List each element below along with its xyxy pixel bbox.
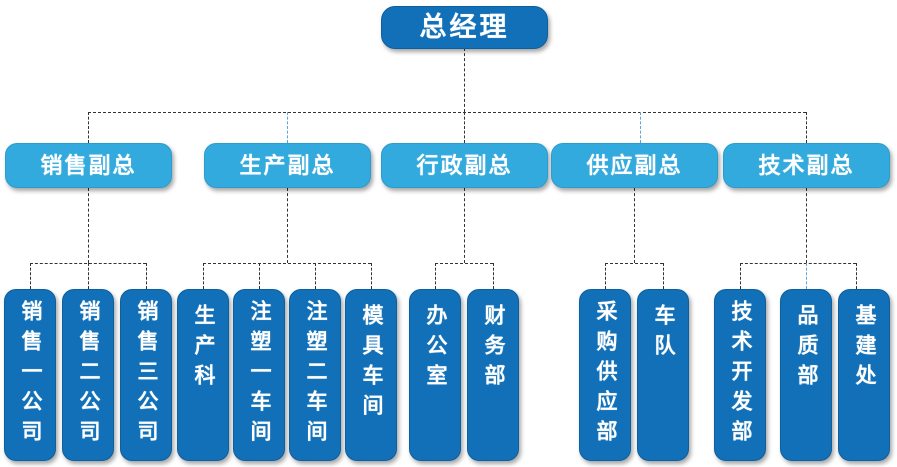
- connector-stem-admin: [464, 188, 465, 263]
- connector-drop-prod-3: [315, 263, 316, 289]
- node-label: 注塑二车间: [304, 300, 328, 450]
- node-dept-quality[interactable]: 品质部: [780, 289, 832, 461]
- connector-drop-tech-2: [806, 263, 807, 289]
- connector-stem-supply: [634, 188, 635, 263]
- node-dept-mould-workshop[interactable]: 模具车间: [345, 289, 397, 461]
- node-vp-production[interactable]: 生产副总: [204, 143, 371, 188]
- node-label: 注塑一车间: [248, 300, 272, 450]
- connector-drop-prod-1: [203, 263, 204, 289]
- connector-drop-sales-3: [146, 263, 147, 289]
- connector-drop-prod-2: [259, 263, 260, 289]
- connector-drop-vp-4: [640, 112, 641, 143]
- connector-stem-tech: [806, 188, 807, 263]
- connector-drop-supply-2: [663, 263, 664, 289]
- node-label: 品质部: [795, 304, 819, 394]
- connector-top-stem: [464, 48, 465, 112]
- node-dept-sales-company-2[interactable]: 销售二公司: [62, 289, 114, 461]
- node-label: 模具车间: [360, 304, 384, 424]
- node-label: 技术开发部: [729, 300, 753, 450]
- connector-bus-tech: [740, 263, 856, 264]
- node-dept-finance[interactable]: 财务部: [467, 289, 519, 461]
- connector-stem-sales: [88, 188, 89, 263]
- node-label: 销售副总: [40, 152, 137, 178]
- node-label: 供应副总: [586, 152, 683, 178]
- connector-drop-vp-2: [287, 112, 288, 143]
- node-dept-office[interactable]: 办公室: [409, 289, 461, 461]
- connector-bus-supply: [605, 263, 663, 264]
- node-dept-purchasing-supply[interactable]: 采购供应部: [579, 289, 631, 461]
- connector-drop-admin-2: [493, 263, 494, 289]
- node-dept-production-section[interactable]: 生产科: [177, 289, 229, 461]
- node-vp-technology[interactable]: 技术副总: [723, 143, 890, 188]
- node-label: 销售三公司: [135, 300, 159, 450]
- node-label: 销售二公司: [77, 300, 101, 450]
- connector-drop-sales-2: [88, 263, 89, 289]
- node-general-manager[interactable]: 总经理: [381, 6, 548, 49]
- connector-drop-sales-1: [30, 263, 31, 289]
- node-label: 技术副总: [758, 152, 855, 178]
- connector-drop-supply-1: [605, 263, 606, 289]
- node-dept-injection-workshop-2[interactable]: 注塑二车间: [289, 289, 341, 461]
- node-vp-administration[interactable]: 行政副总: [381, 143, 548, 188]
- connector-drop-vp-5: [806, 112, 807, 143]
- node-label: 采购供应部: [594, 300, 618, 450]
- connector-level2-bus: [88, 112, 806, 113]
- connector-drop-prod-4: [371, 263, 372, 289]
- connector-drop-vp-3: [464, 112, 465, 143]
- node-dept-construction[interactable]: 基建处: [838, 289, 890, 461]
- node-label: 行政副总: [416, 152, 513, 178]
- node-label: 生产副总: [239, 152, 336, 178]
- node-vp-supply[interactable]: 供应副总: [551, 143, 718, 188]
- connector-drop-tech-1: [740, 263, 741, 289]
- node-label: 办公室: [424, 304, 448, 394]
- node-dept-injection-workshop-1[interactable]: 注塑一车间: [233, 289, 285, 461]
- node-vp-sales[interactable]: 销售副总: [5, 143, 172, 188]
- connector-drop-admin-1: [435, 263, 436, 289]
- node-dept-tech-development[interactable]: 技术开发部: [714, 289, 766, 461]
- node-dept-sales-company-1[interactable]: 销售一公司: [4, 289, 56, 461]
- node-label: 生产科: [192, 304, 216, 394]
- connector-bus-admin: [435, 263, 493, 264]
- node-label: 基建处: [853, 304, 877, 394]
- node-label: 车队: [652, 304, 676, 364]
- node-label: 销售一公司: [19, 300, 43, 450]
- connector-stem-production: [287, 188, 288, 263]
- node-label: 总经理: [419, 12, 510, 43]
- node-dept-fleet[interactable]: 车队: [637, 289, 689, 461]
- connector-bus-production: [203, 263, 371, 264]
- connector-drop-vp-1: [88, 112, 89, 143]
- connector-drop-tech-3: [856, 263, 857, 289]
- node-label: 财务部: [482, 304, 506, 394]
- node-dept-sales-company-3[interactable]: 销售三公司: [120, 289, 172, 461]
